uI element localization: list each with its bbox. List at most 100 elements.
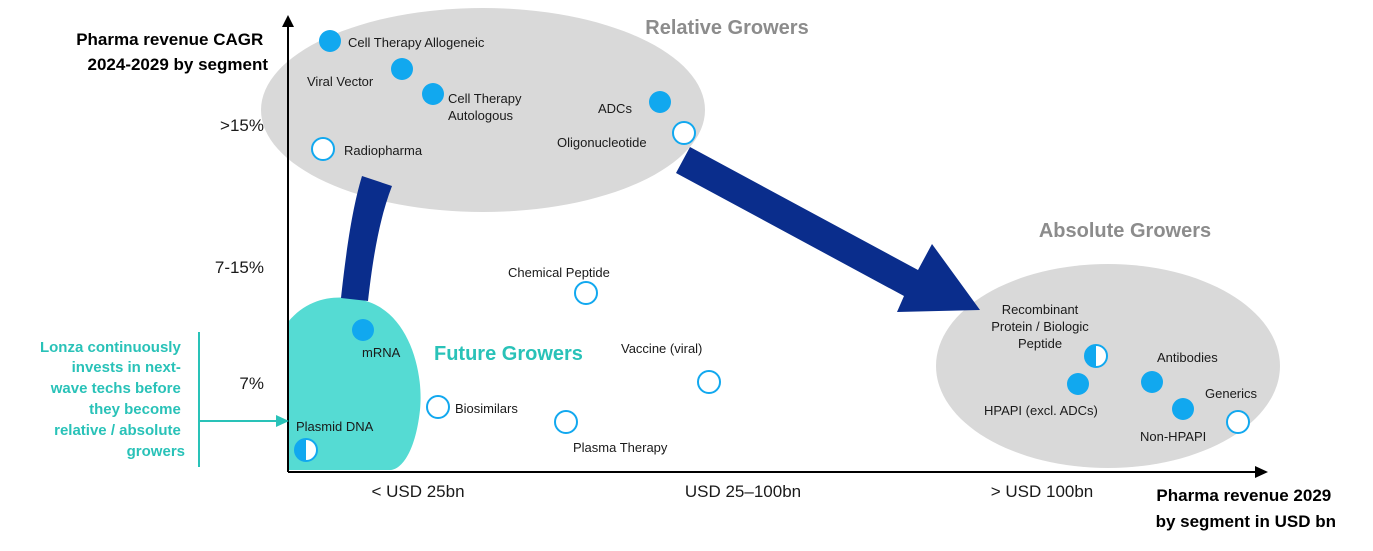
segment-label-line: Recombinant — [1002, 302, 1079, 317]
x-axis-title-line: by segment in USD bn — [1156, 512, 1336, 531]
segment-label-line: Plasmid DNA — [296, 419, 374, 434]
marker-empty — [554, 410, 578, 434]
marker-full — [1067, 373, 1089, 395]
segment-label-line: Chemical Peptide — [508, 265, 610, 280]
segment-label-line: HPAPI (excl. ADCs) — [984, 403, 1098, 418]
segment-label-line: Antibodies — [1157, 350, 1218, 365]
lonza-note-line: invests in next- — [72, 359, 181, 376]
segment-label: Plasmid DNA — [296, 419, 374, 434]
segment-label-line: mRNA — [362, 345, 401, 360]
segment-label-line: Cell Therapy — [448, 91, 522, 106]
segment-label: Viral Vector — [307, 74, 374, 89]
segment: ADCs — [598, 91, 671, 116]
marker-half-fill — [295, 439, 306, 461]
arrow-relative-to-absolute — [676, 147, 980, 312]
absolute-growers-bubble — [936, 264, 1280, 468]
segment-label-line: Cell Therapy Allogeneic — [348, 35, 485, 50]
relative-growers-bubble — [261, 8, 705, 212]
segment: Chemical Peptide — [508, 265, 610, 305]
lonza-note-line: growers — [127, 443, 185, 460]
marker-full — [1172, 398, 1194, 420]
segment-label: Antibodies — [1157, 350, 1218, 365]
segment: HPAPI (excl. ADCs) — [984, 373, 1098, 418]
segment: Generics — [1205, 386, 1258, 434]
segment-label-line: Biosimilars — [455, 401, 518, 416]
segment-label-line: Non-HPAPI — [1140, 429, 1206, 444]
segment-label-line: ADCs — [598, 101, 632, 116]
segment-label: Non-HPAPI — [1140, 429, 1206, 444]
segment-label-line: Viral Vector — [307, 74, 374, 89]
segment: Plasmid DNA — [294, 419, 374, 462]
lonza-note-line: wave techs before — [50, 380, 181, 397]
y-axis-title-line: Pharma revenue CAGR — [76, 30, 263, 49]
segment: Cell Therapy Allogeneic — [319, 30, 485, 52]
future-growers-title: Future Growers — [434, 343, 583, 365]
lonza-note-line: relative / absolute — [54, 422, 181, 439]
segment-label-line: Generics — [1205, 386, 1258, 401]
marker-full — [352, 319, 374, 341]
y-tick-label: >15% — [220, 116, 264, 135]
marker-full — [1141, 371, 1163, 393]
marker-empty — [1226, 410, 1250, 434]
segment-label: Chemical Peptide — [508, 265, 610, 280]
marker-full — [319, 30, 341, 52]
segment-label: Radiopharma — [344, 143, 423, 158]
marker-empty — [697, 370, 721, 394]
x-axis-title-line: Pharma revenue 2029 — [1156, 486, 1331, 505]
marker-half-fill — [1085, 345, 1096, 367]
x-axis-arrowhead — [1255, 466, 1268, 478]
segment: Vaccine (viral) — [621, 341, 721, 394]
segment-label: Generics — [1205, 386, 1258, 401]
lonza-note-line: they become — [89, 401, 181, 418]
segment: mRNA — [352, 319, 401, 360]
segment: Non-HPAPI — [1140, 398, 1206, 444]
y-axis-arrowhead — [282, 15, 294, 27]
x-tick-label: < USD 25bn — [371, 482, 464, 501]
y-axis-title: Pharma revenue CAGR 2024-2029 by segment — [76, 30, 268, 74]
y-axis-title-line: 2024-2029 by segment — [88, 55, 269, 74]
segment: Viral Vector — [307, 58, 413, 89]
segment: Radiopharma — [311, 137, 423, 161]
lonza-note-line: Lonza continuously — [40, 339, 181, 356]
y-tick-label: 7-15% — [215, 258, 264, 277]
segment-label: Oligonucleotide — [557, 135, 647, 150]
marker-full — [391, 58, 413, 80]
marker-empty — [426, 395, 450, 419]
segment: Antibodies — [1141, 350, 1218, 393]
relative-growers-title: Relative Growers — [645, 17, 808, 39]
segment-label: Cell Therapy Allogeneic — [348, 35, 485, 50]
x-axis-title: Pharma revenue 2029 by segment in USD bn — [1156, 486, 1336, 531]
segment-label-line: Oligonucleotide — [557, 135, 647, 150]
segment-label-line: Vaccine (viral) — [621, 341, 702, 356]
segment-label-line: Autologous — [448, 108, 514, 123]
lonza-note: Lonza continuously invests in next- wave… — [40, 339, 185, 460]
marker-full — [649, 91, 671, 113]
arrow-future-to-relative — [341, 176, 392, 301]
segment-label-line: Radiopharma — [344, 143, 423, 158]
marker-empty — [311, 137, 335, 161]
marker-half-ring — [1084, 344, 1108, 368]
marker-half-ring — [294, 438, 318, 462]
segment-label: ADCs — [598, 101, 632, 116]
segment: Biosimilars — [426, 395, 518, 419]
y-tick-label: 7% — [239, 374, 264, 393]
marker-empty — [574, 281, 598, 305]
segment-label: Plasma Therapy — [573, 440, 668, 455]
segment-label: Vaccine (viral) — [621, 341, 702, 356]
segment-label: HPAPI (excl. ADCs) — [984, 403, 1098, 418]
x-tick-label: > USD 100bn — [991, 482, 1094, 501]
marker-empty — [672, 121, 696, 145]
segment: Oligonucleotide — [557, 121, 696, 150]
segment-label-line: Peptide — [1018, 336, 1062, 351]
segment: Plasma Therapy — [554, 410, 668, 455]
future-growers-bubble — [288, 297, 421, 470]
segment-label-line: Plasma Therapy — [573, 440, 668, 455]
segment-label: mRNA — [362, 345, 401, 360]
marker-full — [422, 83, 444, 105]
